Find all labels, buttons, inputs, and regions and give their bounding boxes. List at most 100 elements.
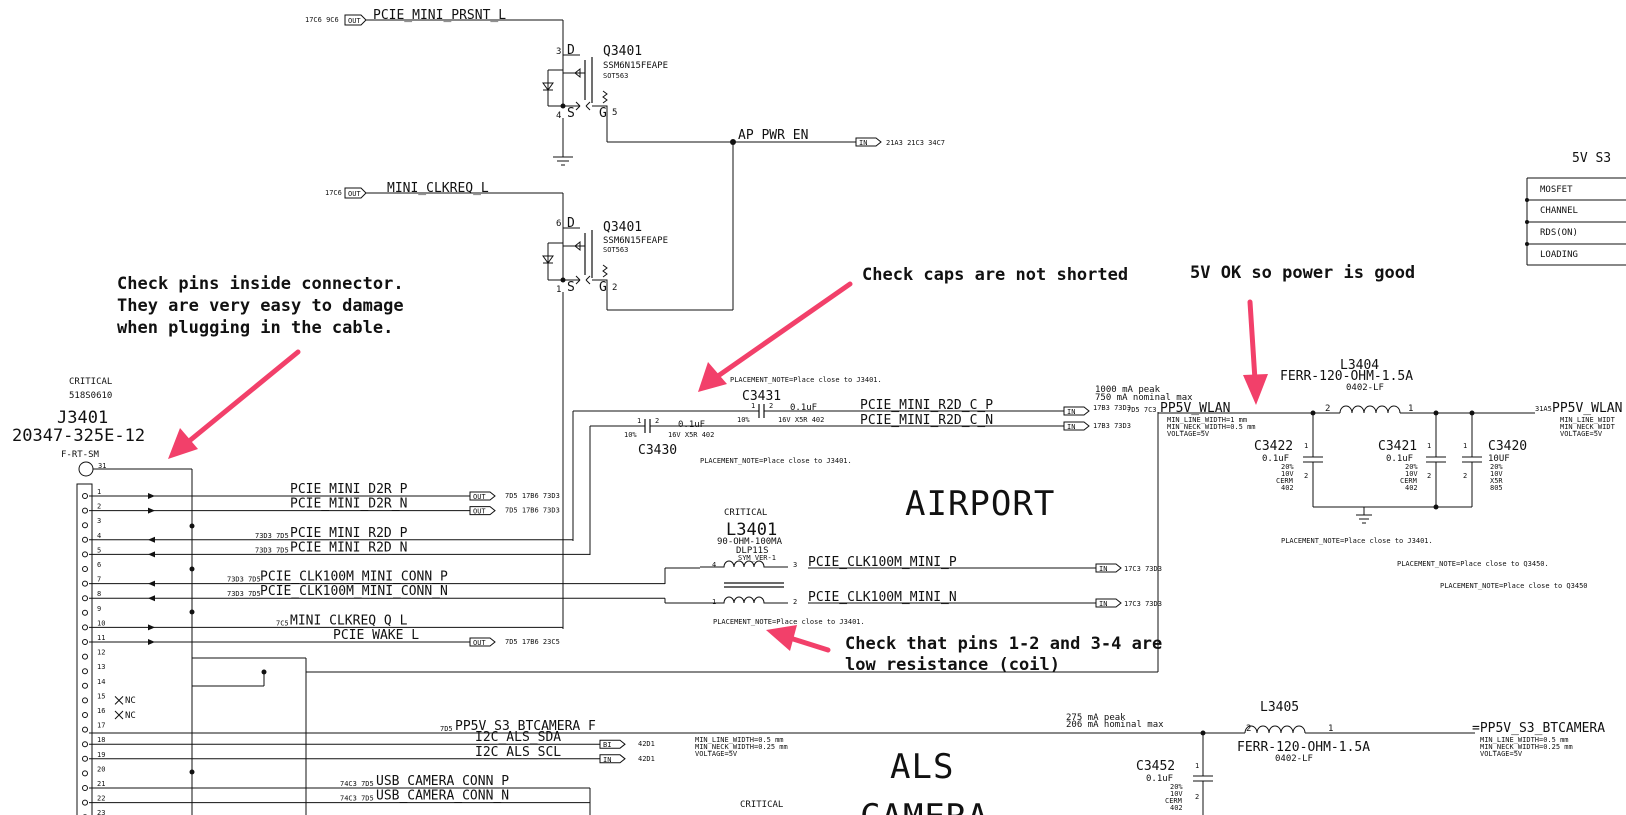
svg-text:Check caps are not shorted: Check caps are not shorted <box>862 265 1128 285</box>
camera-title: CAMERA <box>860 797 989 815</box>
svg-text:1: 1 <box>1463 442 1467 450</box>
net-label: PP5V_S3_BTCAMERA_F <box>455 719 596 734</box>
svg-text:2: 2 <box>1304 472 1308 480</box>
svg-text:0402-LF: 0402-LF <box>1275 754 1313 764</box>
svg-text:CRITICAL: CRITICAL <box>724 508 767 518</box>
wlan-power-filter: 1000 mA peak 750 mA nominal max 7D5 7C3 … <box>1095 358 1622 590</box>
c3430-ref: C3430 <box>638 443 677 458</box>
svg-text:5: 5 <box>612 108 617 118</box>
svg-text:2: 2 <box>612 283 617 293</box>
connector-pin-number: 6 <box>97 561 101 569</box>
btcamera-out-label: =PP5V_S3_BTCAMERA <box>1472 721 1605 736</box>
svg-text:1: 1 <box>1427 442 1431 450</box>
net-label: PCIE_MINI_R2D_N <box>290 540 407 555</box>
svg-text:1: 1 <box>751 402 755 410</box>
net-ref: 73D3 7D5 <box>227 590 261 598</box>
connector-ground-bus <box>189 523 307 815</box>
svg-text:CERM: CERM <box>1400 477 1417 485</box>
signal-direction-arrow <box>148 493 155 499</box>
table-row: RDS(ON) <box>1540 228 1578 238</box>
svg-text:31: 31 <box>98 462 106 470</box>
connector-pin <box>82 551 88 558</box>
port-flag <box>469 637 496 647</box>
net-ref: 74C3 7D5 <box>340 780 374 788</box>
svg-text:They are very easy to damage: They are very easy to damage <box>117 296 404 316</box>
svg-text:10V: 10V <box>1490 470 1503 478</box>
ground-icon <box>553 156 573 166</box>
svg-text:4: 4 <box>712 561 716 569</box>
svg-text:402: 402 <box>1405 484 1418 492</box>
pp5v-wlan-out-label: PP5V_WLAN <box>1552 401 1622 416</box>
svg-text:16V X5R 402: 16V X5R 402 <box>668 431 714 439</box>
svg-text:3: 3 <box>793 561 797 569</box>
connector-pin-number: 22 <box>97 795 105 803</box>
net-ref: 7D5 17B6 73D3 <box>505 492 560 500</box>
prsnt-net: 17C6 9C6 OUT PCIE_MINI_PRSNT_L <box>305 8 564 55</box>
svg-text:1: 1 <box>1195 762 1199 770</box>
svg-text:1: 1 <box>1304 442 1308 450</box>
svg-text:1: 1 <box>1328 724 1333 734</box>
svg-text:518S0610: 518S0610 <box>69 391 112 401</box>
svg-text:10%: 10% <box>737 416 750 424</box>
net-ref: 7D5 17B6 73D3 <box>505 507 560 515</box>
svg-text:X5R: X5R <box>1490 477 1503 485</box>
out-port-flag <box>344 187 367 199</box>
connector-pin-number: 8 <box>97 590 101 598</box>
svg-text:1: 1 <box>712 598 716 606</box>
svg-text:MIN_NECK_WIDTH=0.5 mm: MIN_NECK_WIDTH=0.5 mm <box>1167 423 1256 431</box>
svg-text:2: 2 <box>1195 793 1199 801</box>
svg-text:1: 1 <box>1408 404 1413 414</box>
connector-pin <box>82 785 88 791</box>
clk-n-label: PCIE_CLK100M_MINI_N <box>808 590 957 605</box>
svg-text:PLACEMENT_NOTE=Place close to: PLACEMENT_NOTE=Place close to J3401. <box>1281 537 1433 545</box>
net-ref: 73D3 7D5 <box>227 576 261 584</box>
connector-body <box>76 483 93 815</box>
svg-text:FERR-120-OHM-1.5A: FERR-120-OHM-1.5A <box>1280 369 1413 384</box>
svg-text:1: 1 <box>556 285 561 295</box>
annotation-arrow <box>766 625 797 651</box>
transistor-q3401-bottom: 6 D 1 S G 2 Q3401 SSM6N15FEAPE SOT563 <box>542 216 668 629</box>
svg-text:F-RT-SM: F-RT-SM <box>61 450 100 460</box>
connector-pin <box>82 741 88 748</box>
svg-text:low resistance (coil): low resistance (coil) <box>845 655 1060 675</box>
net-label: PCIE_MINI_D2R_N <box>290 497 407 512</box>
clkreq-net: 17C6 OUT MINI_CLKREQ_L <box>325 181 564 228</box>
annotation-arrow <box>698 362 727 392</box>
net-ref: 7D5 17B6 23C5 <box>505 638 560 646</box>
j3401-ref: J3401 <box>57 408 108 428</box>
svg-text:IN: IN <box>1099 600 1107 608</box>
net-ref: 74C3 7D5 <box>340 795 374 803</box>
svg-text:0402-LF: 0402-LF <box>1346 383 1384 393</box>
svg-text:206 mA nominal max: 206 mA nominal max <box>1066 720 1164 730</box>
common-mode-choke-l3401: CRITICAL L3401 90-OHM-100MA DLP11S SYM_V… <box>664 508 1162 626</box>
net-label: PCIE_CLK100M_MINI_CONN_P <box>260 570 448 585</box>
svg-text:2: 2 <box>793 598 797 606</box>
connector-pin <box>82 522 88 529</box>
port-label: OUT <box>473 493 486 501</box>
svg-text:17B3 73D3: 17B3 73D3 <box>1093 422 1131 430</box>
svg-text:CERM: CERM <box>1276 477 1293 485</box>
svg-text:10V: 10V <box>1170 790 1183 798</box>
coil-n-icon <box>700 596 788 604</box>
r2d-c-n-label: PCIE_MINI_R2D_C_N <box>860 413 993 428</box>
svg-text:2: 2 <box>1325 404 1330 414</box>
connector-pin <box>82 697 88 704</box>
svg-text:CRITICAL: CRITICAL <box>740 800 783 810</box>
svg-text:S: S <box>567 280 575 295</box>
coil-p-icon <box>700 560 788 568</box>
ferrite-l3404-icon <box>1339 405 1401 414</box>
svg-text:IN: IN <box>1099 565 1107 573</box>
connector-pin-number: 17 <box>97 722 105 730</box>
svg-text:0.1uF: 0.1uF <box>678 420 705 430</box>
annotation-caps: Check caps are not shorted <box>698 265 1128 392</box>
connector-pin-number: 5 <box>97 546 101 554</box>
svg-text:10V: 10V <box>1405 470 1418 478</box>
connector-pin-number: 13 <box>97 663 105 671</box>
svg-text:17C3 73D3: 17C3 73D3 <box>1124 565 1162 573</box>
svg-text:1: 1 <box>637 417 641 425</box>
svg-text:2: 2 <box>1427 472 1431 480</box>
annotation-connector-pins: Check pins inside connector. They are ve… <box>117 274 404 459</box>
protection-diode-icon <box>542 255 554 264</box>
connector-pin <box>82 668 88 675</box>
